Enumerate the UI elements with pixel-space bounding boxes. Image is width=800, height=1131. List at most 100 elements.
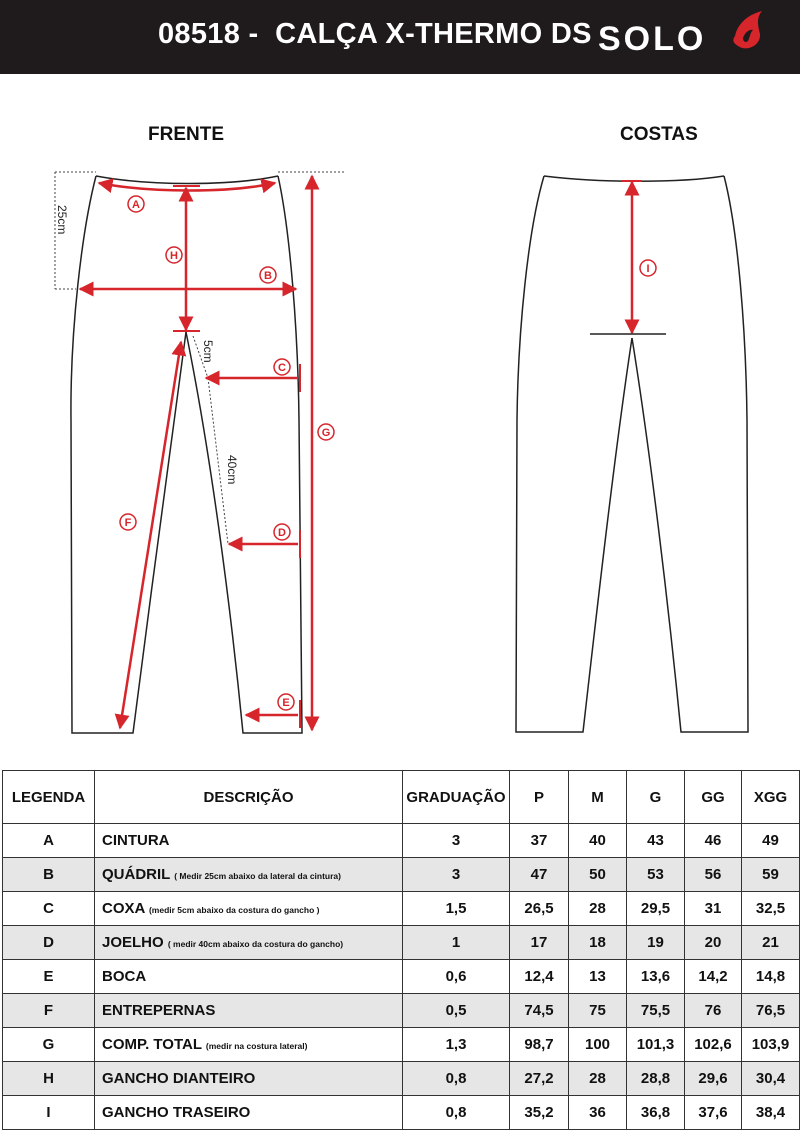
row-description: COMP. TOTAL (medir na costura lateral) (94, 1027, 403, 1062)
row-code: E (2, 959, 95, 994)
row-description-note: (medir na costura lateral) (205, 1041, 308, 1051)
row-description-text: GANCHO TRASEIRO (102, 1104, 251, 1121)
row-description-text: CINTURA (102, 832, 170, 849)
row-size-value: 36 (568, 1095, 627, 1130)
row-size-value: 98,7 (509, 1027, 569, 1062)
marker-a (127, 195, 145, 213)
row-graduation: 1,3 (402, 1027, 510, 1062)
row-description-text: GANCHO DIANTEIRO (102, 1070, 256, 1087)
marker-f-letter: F (125, 517, 132, 529)
row-size-value: 50 (568, 857, 627, 892)
row-description-note: ( medir 40cm abaixo da costura do gancho… (167, 939, 344, 949)
row-size-value: 29,5 (626, 891, 685, 926)
marker-f (119, 513, 137, 531)
marker-h (165, 246, 183, 264)
row-size-value: 37 (509, 823, 569, 858)
row-code: A (2, 823, 95, 858)
solo-logo: SOLO (598, 11, 762, 58)
marker-i (639, 259, 657, 277)
row-size-value: 75 (568, 993, 627, 1028)
marker-b-letter: B (264, 270, 272, 282)
row-graduation: 0,8 (402, 1061, 510, 1096)
row-description-text: COMP. TOTAL (102, 1036, 202, 1053)
row-size-value: 49 (741, 823, 800, 858)
row-code: G (2, 1027, 95, 1062)
row-description-note: ( Medir 25cm abaixo da lateral da cintur… (174, 871, 341, 881)
row-size-value: 46 (684, 823, 742, 858)
row-size-value: 20 (684, 925, 742, 960)
marker-e (277, 693, 295, 711)
header-legenda: LEGENDA (2, 770, 95, 824)
back-measurement-lines (622, 180, 642, 335)
marker-g-letter: G (322, 427, 331, 439)
row-graduation: 1 (402, 925, 510, 960)
row-description: COXA (medir 5cm abaixo da costura do gan… (94, 891, 403, 926)
header-size-p: P (509, 770, 569, 824)
row-code: I (2, 1095, 95, 1130)
thigh-distance-label: 5cm (201, 340, 215, 363)
row-description-note: (medir 5cm abaixo da costura do gancho ) (148, 905, 320, 915)
row-size-value: 30,4 (741, 1061, 800, 1096)
row-description-text: COXA (102, 900, 145, 917)
row-size-value: 36,8 (626, 1095, 685, 1130)
knee-distance-label: 40cm (225, 455, 239, 484)
row-size-value: 38,4 (741, 1095, 800, 1130)
row-size-value: 53 (626, 857, 685, 892)
row-size-value: 14,2 (684, 959, 742, 994)
row-graduation: 3 (402, 823, 510, 858)
row-size-value: 75,5 (626, 993, 685, 1028)
hip-distance-label: 25cm (55, 205, 69, 234)
row-description: BOCA (94, 959, 403, 994)
row-size-value: 32,5 (741, 891, 800, 926)
pants-technical-drawing: A H B C G F D E 25cm 5cm 40cm I (54, 171, 749, 734)
row-size-value: 76,5 (741, 993, 800, 1028)
row-size-value: 43 (626, 823, 685, 858)
row-description-text: QUÁDRIL (102, 866, 171, 883)
row-size-value: 102,6 (684, 1027, 742, 1062)
row-size-value: 13 (568, 959, 627, 994)
row-size-value: 12,4 (509, 959, 569, 994)
row-description: CINTURA (94, 823, 403, 858)
row-size-value: 74,5 (509, 993, 569, 1028)
header-descricao: DESCRIÇÃO (94, 770, 403, 824)
row-graduation: 1,5 (402, 891, 510, 926)
row-size-value: 35,2 (509, 1095, 569, 1130)
row-graduation: 0,5 (402, 993, 510, 1028)
front-view-label: FRENTE (148, 124, 224, 145)
table-header-row: LEGENDA DESCRIÇÃO GRADUAÇÃO P M G GG XGG (2, 770, 800, 824)
row-size-value: 28 (568, 891, 627, 926)
brand-text: SOLO (598, 20, 706, 58)
brand-flame-icon (733, 11, 762, 49)
front-markers (119, 195, 335, 711)
front-marker-letters: A H B C G F D E (125, 199, 331, 709)
row-code: F (2, 993, 95, 1028)
row-code: H (2, 1061, 95, 1096)
row-size-value: 17 (509, 925, 569, 960)
marker-d (273, 523, 291, 541)
row-size-value: 27,2 (509, 1061, 569, 1096)
marker-b (259, 266, 277, 284)
row-graduation: 3 (402, 857, 510, 892)
row-description: GANCHO TRASEIRO (94, 1095, 403, 1130)
row-description: GANCHO DIANTEIRO (94, 1061, 403, 1096)
row-description-text: BOCA (102, 968, 147, 985)
row-size-value: 21 (741, 925, 800, 960)
row-size-value: 37,6 (684, 1095, 742, 1130)
row-code: C (2, 891, 95, 926)
row-size-value: 13,6 (626, 959, 685, 994)
marker-c-letter: C (278, 362, 286, 374)
back-view-label: COSTAS (620, 124, 698, 145)
row-size-value: 101,3 (626, 1027, 685, 1062)
row-size-value: 19 (626, 925, 685, 960)
header-size-g: G (626, 770, 685, 824)
header-bar: 08518 - CALÇA X-THERMO DS SOLO (0, 0, 800, 74)
back-markers: I (639, 259, 657, 277)
row-size-value: 59 (741, 857, 800, 892)
svg-text:I: I (646, 263, 649, 275)
header-size-m: M (568, 770, 627, 824)
row-size-value: 76 (684, 993, 742, 1028)
